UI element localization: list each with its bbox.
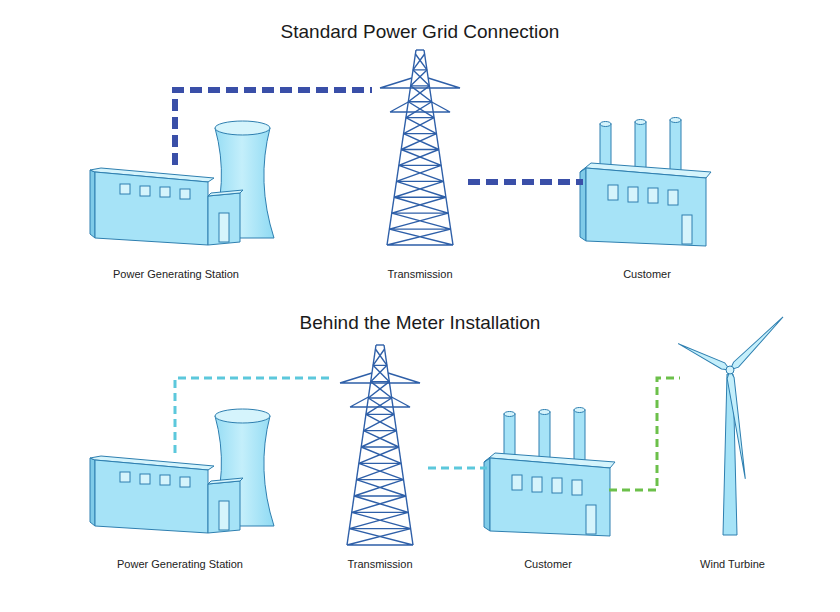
power-connection	[468, 179, 583, 185]
component-node: Customer	[583, 115, 711, 285]
node-caption: Power Generating Station	[113, 268, 239, 285]
component-node: Transmission	[372, 50, 468, 285]
node-caption: Transmission	[388, 268, 453, 285]
power-connection	[609, 378, 680, 490]
power-connection	[175, 90, 372, 165]
node-caption: Wind Turbine	[700, 558, 765, 575]
component-node: Customer	[487, 405, 609, 575]
power-connection	[428, 467, 487, 470]
component-node: Power Generating Station	[90, 165, 262, 285]
node-caption: Customer	[623, 268, 671, 285]
component-node: Power Generating Station	[90, 453, 270, 575]
factory-icon	[580, 118, 711, 247]
pylon-icon	[340, 345, 420, 545]
component-node: Wind Turbine	[680, 315, 785, 575]
node-caption: Power Generating Station	[117, 558, 243, 575]
wind-turbine-icon	[677, 315, 786, 535]
section-heading: Behind the Meter Installation	[0, 312, 840, 334]
pylon-icon	[380, 50, 460, 245]
power-station-icon	[90, 409, 274, 533]
factory-icon	[484, 408, 615, 537]
node-caption: Customer	[524, 558, 572, 575]
diagram-title: Standard Power Grid Connection	[0, 21, 840, 43]
power-connection	[175, 378, 332, 453]
node-caption: Transmission	[348, 558, 413, 575]
component-node: Transmission	[332, 345, 428, 575]
power-station-icon	[90, 121, 274, 245]
